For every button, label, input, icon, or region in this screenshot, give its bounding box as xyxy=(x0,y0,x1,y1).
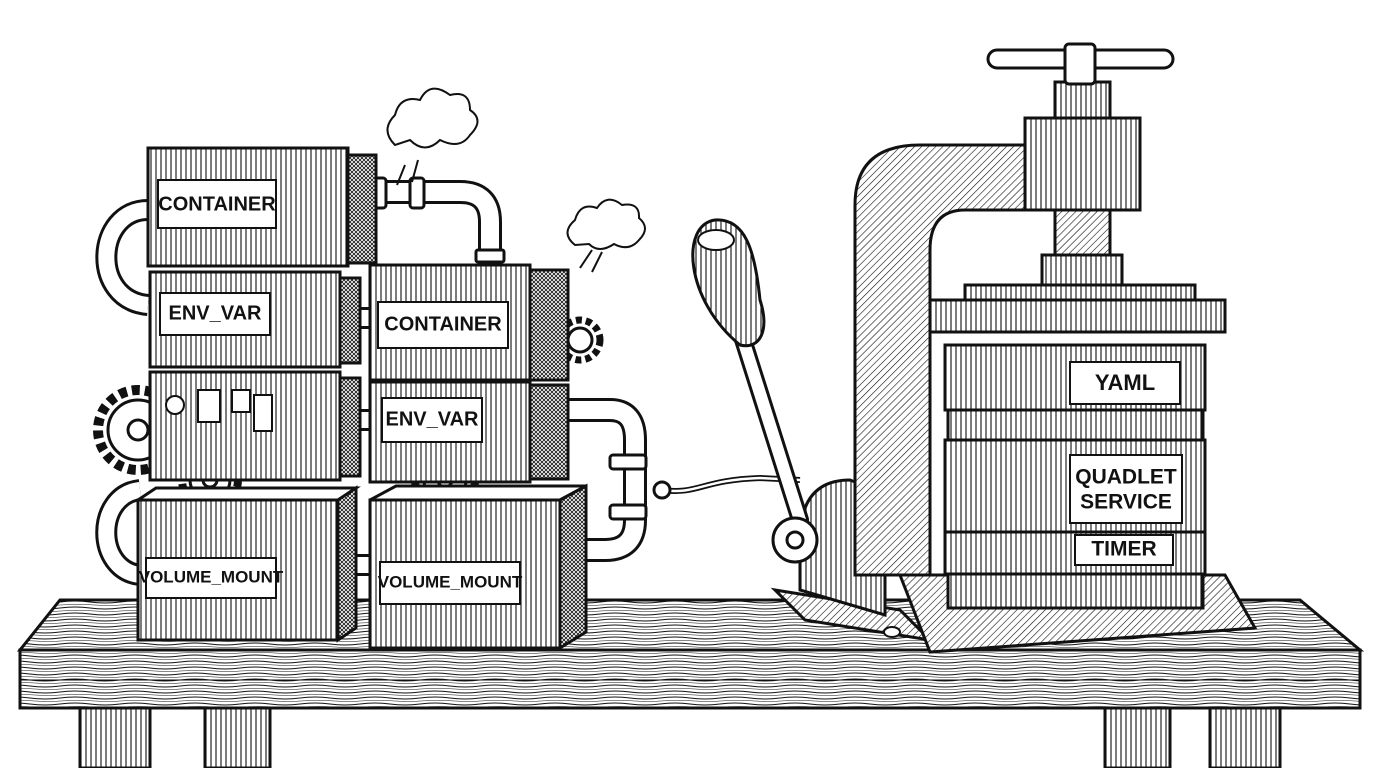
volume-mount-box-right: VOLUME_MOUNT xyxy=(368,483,588,651)
env-var-label-2: ENV_VAR xyxy=(386,408,480,430)
container-box-left: CONTAINER xyxy=(146,146,378,268)
book-quadlet-service: QUADLET SERVICE xyxy=(943,438,1207,537)
book-label-quadlet: QUADLET xyxy=(1075,466,1177,489)
volume-mount-box-left: VOLUME_MOUNT xyxy=(133,485,361,643)
book-timer: TIMER xyxy=(943,530,1207,576)
book-label-service: SERVICE xyxy=(1080,491,1172,514)
book-label-yaml: YAML xyxy=(1095,370,1155,395)
container-label-1: CONTAINER xyxy=(158,193,276,215)
volume-mount-label-2: VOLUME_MOUNT xyxy=(378,572,523,591)
book-yaml: YAML xyxy=(943,343,1207,412)
right-module-stack: CONTAINER ENV_VAR VOLUME_MOUNT xyxy=(368,263,588,651)
env-var-box-right: ENV_VAR xyxy=(368,380,570,484)
volume-mount-label-1: VOLUME_MOUNT xyxy=(139,567,284,586)
container-label-2: CONTAINER xyxy=(384,313,502,335)
book-press xyxy=(853,42,1258,654)
book-label-timer: TIMER xyxy=(1091,538,1156,561)
book-stack: YAML QUADLET SERVICE TIMER xyxy=(943,343,1207,610)
env-var-label-1: ENV_VAR xyxy=(169,302,263,324)
container-box-right: CONTAINER xyxy=(368,263,570,382)
book-spacer xyxy=(946,408,1205,442)
book-bottom xyxy=(946,572,1205,610)
left-module-stack: CONTAINER ENV_VAR VOLUME_MOUNT xyxy=(133,146,378,643)
control-panel-box xyxy=(148,370,362,482)
steam-puff xyxy=(386,87,646,273)
env-var-box-left: ENV_VAR xyxy=(148,270,362,369)
